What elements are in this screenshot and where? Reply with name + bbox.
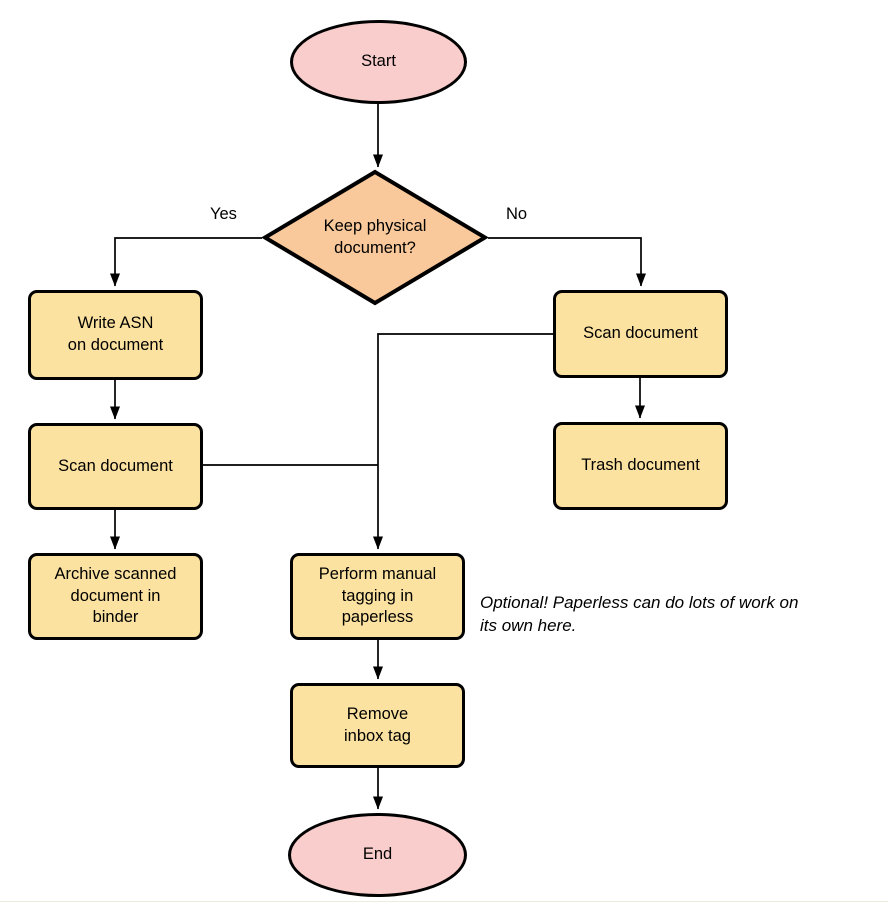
node-scan-document-right: Scan document <box>553 290 728 378</box>
node-manual-tagging: Perform manual tagging in paperless <box>290 553 465 640</box>
optional-note: Optional! Paperless can do lots of work … <box>480 593 799 635</box>
edge-scan-right-to-tagging <box>373 333 553 550</box>
node-start: Start <box>290 20 467 104</box>
node-trash-document: Trash document <box>553 422 728 510</box>
node-remove-inbox-tag: Remove inbox tag <box>290 683 465 768</box>
node-end: End <box>288 813 467 897</box>
node-scan-document-left: Scan document <box>28 423 203 510</box>
edge-label-no: No <box>503 205 531 224</box>
bottom-divider <box>0 901 888 902</box>
node-archive-binder: Archive scanned document in binder <box>28 553 203 640</box>
edge-label-yes: Yes <box>207 205 240 224</box>
node-decision-shape <box>262 169 488 306</box>
node-decision-label: Keep physical document? <box>323 216 427 257</box>
edge-decision-yes-to-write-asn <box>110 237 262 287</box>
edge-decision-no-to-scan-right <box>488 237 646 287</box>
node-write-asn: Write ASN on document <box>28 290 203 380</box>
